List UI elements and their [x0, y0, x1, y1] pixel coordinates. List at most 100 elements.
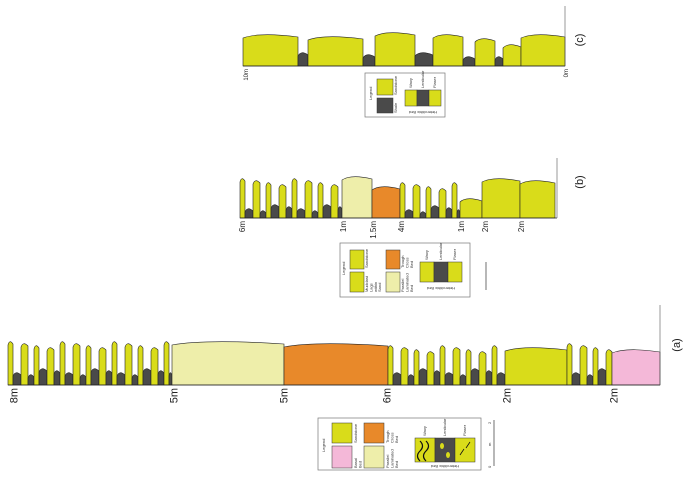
thickness-label: 2m: [609, 388, 621, 403]
legend-title: Legend: [341, 262, 346, 275]
sandstone-bed: [520, 34, 566, 67]
shale-bed: [168, 372, 173, 386]
legend-heterolithic-label: Heterolithic Bed: [427, 286, 455, 291]
legend-lenticular-swatch: [416, 89, 430, 107]
sandstone-bed: [72, 343, 81, 386]
sandstone-bed: [278, 184, 287, 219]
legend-sandstone-swatch: [376, 78, 394, 96]
sandstone-bed: [111, 341, 118, 386]
legend-basal-swatch: [331, 445, 353, 469]
trough-cross-bed: [283, 343, 389, 386]
shale-bed: [404, 209, 414, 219]
legend-heterolithic-label: Heterolithic Bed: [409, 110, 437, 115]
shale-bed: [459, 374, 467, 386]
shale-bed: [27, 374, 35, 386]
log-columns: [7, 6, 661, 386]
sandstone-bed: [330, 184, 339, 219]
legend-basal-label: Basal Bed: [353, 457, 362, 468]
legend-title: Legend: [368, 87, 373, 100]
wavy-icon: [416, 440, 430, 462]
legend-flaser-swatch: [447, 261, 463, 283]
legend-trough-swatch: [363, 422, 385, 444]
legend-flaser-label: Flaser: [432, 76, 437, 88]
shale-bed: [311, 210, 319, 219]
thickness-label: 2m: [502, 388, 514, 403]
shale-bed: [142, 368, 152, 386]
shale-bed: [494, 56, 504, 67]
sandstone-bed: [413, 349, 420, 386]
legend-lenticular-swatch: [434, 437, 456, 463]
sandstone-bed: [124, 343, 133, 386]
sandstone-bed: [242, 34, 299, 67]
legend-shale-label: Shale: [393, 102, 398, 113]
legend-wavy-label: Wavy: [424, 250, 429, 260]
legend-wavy-swatch: [419, 261, 435, 283]
shale-bed: [270, 204, 280, 219]
thickness-label: 6m: [238, 221, 247, 232]
sandstone-bed: [425, 186, 432, 219]
thickness-label: 4m: [397, 221, 406, 232]
legend-mudclast-swatch: [349, 271, 365, 293]
sandstone-bed: [85, 345, 92, 386]
legend-title: Legend: [321, 439, 326, 452]
sandstone-bed: [317, 182, 324, 219]
legend-flaser-label: Flaser: [452, 248, 457, 260]
legend-sandstone-label: Sandstone: [353, 423, 358, 443]
legend-parallel-swatch: [363, 445, 385, 469]
shale-bed: [337, 206, 343, 219]
sandstone-bed: [374, 32, 416, 67]
shale-bed: [456, 209, 461, 219]
shale-bed: [259, 210, 267, 219]
thickness-label: 5m: [279, 388, 291, 403]
shale-bed: [79, 374, 87, 386]
shale-bed: [244, 208, 254, 219]
legend-flaser-swatch: [428, 89, 442, 107]
legend-lenticular-label: Lenticular: [420, 70, 425, 88]
sandstone-bed: [451, 182, 458, 219]
sandstone-bed: [239, 178, 246, 219]
panel-c-label: (c): [574, 34, 586, 47]
sandstone-bed: [265, 182, 272, 219]
parallel-laminated-bed: [171, 341, 285, 386]
sandstone-bed: [566, 343, 573, 386]
sandstone-bed: [504, 347, 568, 386]
legend-sandstone-label: Sandstone: [393, 75, 398, 95]
shale-bed: [157, 370, 165, 386]
shale-bed: [597, 368, 607, 386]
legend-lenticular-label: Lenticular: [438, 242, 443, 260]
shale-bed: [433, 370, 441, 386]
thickness-label: 1m: [457, 221, 466, 232]
legend-parallel-label: Parallel Laminated Bed: [385, 448, 399, 468]
shale-bed: [64, 372, 74, 386]
legend-trough-swatch: [385, 249, 401, 270]
sandstone-bed: [491, 345, 498, 386]
shale-bed: [12, 372, 22, 386]
scale-label: 0: [487, 465, 492, 468]
sandstone-bed: [150, 347, 159, 386]
sandstone-bed: [605, 349, 613, 386]
trough-cross-bed: [371, 186, 401, 219]
sandstone-bed: [7, 341, 14, 386]
legend-flaser-swatch: [454, 437, 476, 463]
lenticular-icon: [446, 452, 450, 458]
sandstone-bed: [439, 345, 446, 386]
shale-bed: [445, 207, 453, 219]
sandstone-bed: [478, 351, 487, 386]
sandstone-bed: [387, 345, 394, 386]
shale-bed: [462, 56, 476, 67]
shale-bed: [116, 372, 126, 386]
sandstone-bed: [481, 178, 521, 219]
shale-bed: [90, 368, 100, 386]
parallel-laminated-bed: [341, 176, 373, 219]
shale-bed: [105, 370, 113, 386]
legend-trough-label: Trough Cross Bed: [400, 254, 414, 268]
shale-bed: [296, 208, 306, 219]
legend-wavy-swatch: [404, 89, 418, 107]
sandstone-bed: [137, 345, 144, 386]
shale-bed: [470, 368, 480, 386]
panel-a-label: (a): [671, 338, 683, 351]
shale-bed: [414, 52, 434, 67]
shale-bed: [444, 372, 454, 386]
flaser-icon: [459, 441, 471, 456]
thickness-label: 10m: [244, 69, 250, 81]
